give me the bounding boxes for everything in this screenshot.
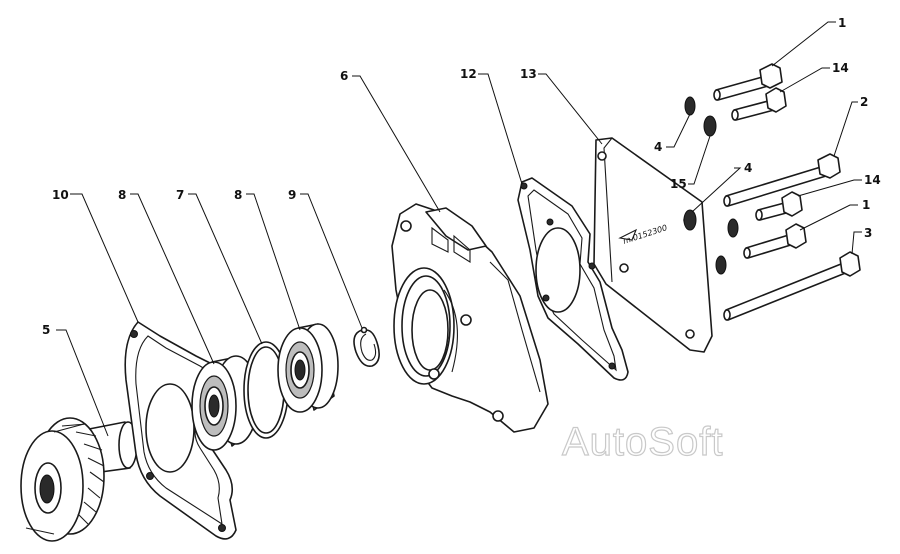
- part-8-bearing-right: [277, 323, 339, 413]
- part-6-housing: [391, 203, 549, 433]
- callout-6: 6: [340, 69, 348, 83]
- callout-3: 3: [864, 226, 872, 240]
- callout-5: 5: [42, 323, 50, 337]
- callout-13: 13: [520, 67, 537, 81]
- callout-15: 15: [670, 177, 687, 191]
- callout-2: 2: [860, 95, 868, 109]
- bolt-14-lower: [755, 191, 803, 221]
- part-8-bearing-left: [191, 355, 259, 451]
- callout-1-lower: 1: [862, 198, 870, 212]
- washer-15: [703, 115, 717, 137]
- callout-8-right: 8: [234, 188, 242, 202]
- callout-14-upper: 14: [832, 61, 849, 75]
- callout-7: 7: [176, 188, 184, 202]
- callout-labels: 10 8 7 8 9 5 6 12 13 4 15 4 1 14 2 14 1 …: [42, 16, 881, 337]
- callout-14-lower: 14: [864, 173, 881, 187]
- bolt-14-upper: [731, 87, 787, 121]
- leader-lines: [56, 21, 862, 437]
- callout-8-left: 8: [118, 188, 126, 202]
- part-12-gasket: [517, 177, 629, 381]
- bolt-1-upper: [713, 63, 783, 101]
- callout-4-upper: 4: [654, 140, 662, 154]
- part-7-spacer-ring: [243, 341, 289, 439]
- bolt-1-lower: [743, 223, 807, 259]
- part-5-gear-shaft: [20, 417, 138, 542]
- part-13-cover-plate: m.0152300: [593, 137, 713, 353]
- washers: [683, 96, 739, 275]
- callout-9: 9: [288, 188, 296, 202]
- callout-12: 12: [460, 67, 477, 81]
- bolt-2: [723, 153, 841, 207]
- washer-4-middle: [683, 209, 697, 231]
- part-9-circlip: [353, 326, 380, 368]
- callout-10: 10: [52, 188, 69, 202]
- bolt-3: [723, 251, 861, 321]
- callout-1-upper: 1: [838, 16, 846, 30]
- washer-4-upper: [684, 96, 696, 116]
- washer-4-lower: [715, 255, 727, 275]
- washer-4-b: [727, 218, 739, 238]
- watermark: AutoSoft: [562, 420, 723, 464]
- callout-4-middle: 4: [744, 161, 752, 175]
